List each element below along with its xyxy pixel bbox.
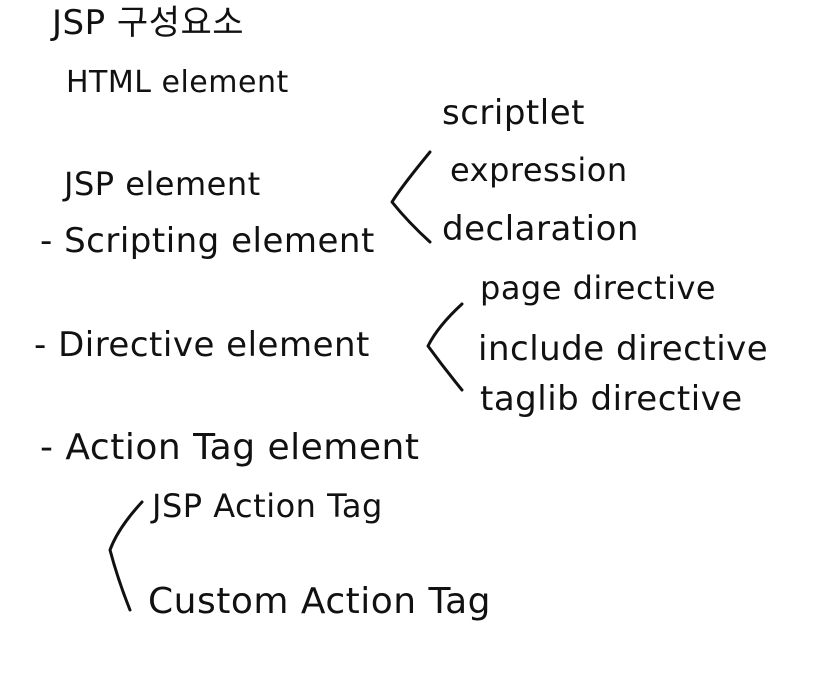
- action-tag-element-item: - Action Tag element: [40, 427, 420, 468]
- taglib-directive-item: taglib directive: [480, 379, 743, 419]
- scripting-element-item: - Scripting element: [40, 221, 375, 261]
- html-element-label: HTML element: [66, 65, 289, 100]
- directive-brace: [426, 302, 464, 392]
- scripting-brace: [390, 150, 432, 244]
- page-directive-item: page directive: [480, 269, 717, 307]
- jsp-element-label: JSP element: [64, 165, 261, 203]
- scriptlet-item: scriptlet: [442, 93, 585, 133]
- expression-item: expression: [450, 151, 628, 189]
- page-title: JSP 구성요소: [52, 3, 245, 43]
- custom-action-tag-item: Custom Action Tag: [148, 581, 491, 622]
- jsp-action-tag-item: JSP Action Tag: [152, 487, 383, 525]
- declaration-item: declaration: [442, 209, 639, 249]
- directive-element-item: - Directive element: [34, 325, 370, 365]
- action-brace: [108, 500, 144, 612]
- include-directive-item: include directive: [478, 329, 769, 369]
